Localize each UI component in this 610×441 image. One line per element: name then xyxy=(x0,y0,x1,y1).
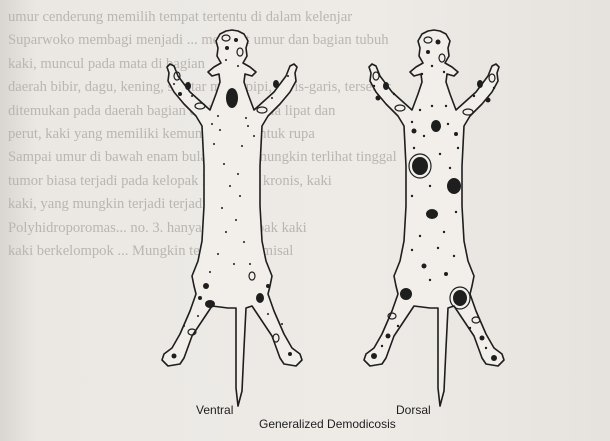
dorsal-dog-figure xyxy=(364,30,504,406)
ventral-dog-figure xyxy=(162,30,302,406)
ventral-label: Ventral xyxy=(196,403,233,417)
dorsal-label: Dorsal xyxy=(396,403,431,417)
figure-caption: Generalized Demodicosis xyxy=(259,417,396,431)
